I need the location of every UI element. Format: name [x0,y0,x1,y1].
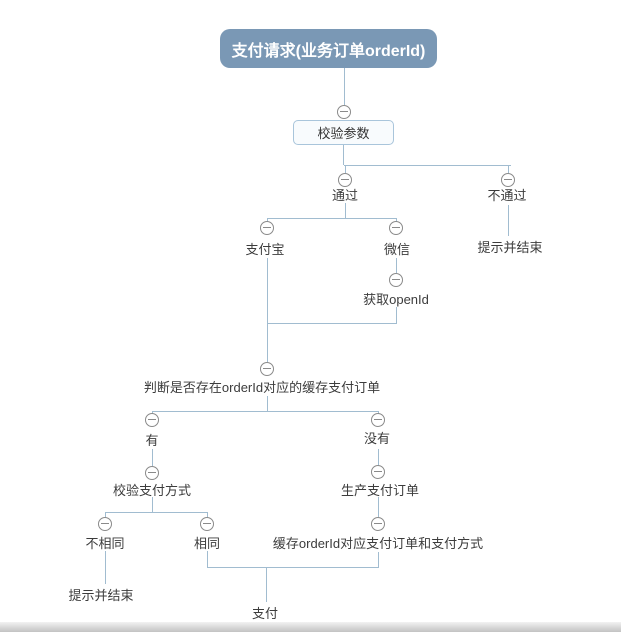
node-same[interactable]: 相同 [193,536,221,551]
connector-line [344,68,345,105]
connector-line [267,218,268,222]
node-pay[interactable]: 支付 [251,606,279,621]
connector-line [508,165,509,173]
node-payment-request[interactable]: 支付请求(业务订单orderId) [220,29,437,68]
collapse-minus-icon-alipay[interactable] [260,221,274,235]
node-validate-params[interactable]: 校验参数 [293,120,394,145]
connector-line [152,411,379,412]
node-create-pay-order[interactable]: 生产支付订单 [340,483,420,498]
node-not-same[interactable]: 不相同 [85,536,125,551]
collapse-minus-icon-cache-order[interactable] [371,517,385,531]
connector-line [207,512,208,518]
node-exists[interactable]: 有 [145,433,159,448]
node-not-same-end[interactable]: 提示并结束 [68,588,134,603]
connector-line [378,552,379,567]
collapse-minus-icon-same[interactable] [200,517,214,531]
collapse-minus-icon-create-pay-order[interactable] [371,465,385,479]
collapse-minus-icon-validate-params[interactable] [337,105,351,119]
connector-line [267,396,268,411]
node-alipay[interactable]: 支付宝 [245,242,285,257]
connector-line [344,165,511,166]
connector-line [207,551,208,567]
connector-line [267,323,268,362]
node-wechat[interactable]: 微信 [383,242,411,257]
collapse-minus-icon-check-cached-order[interactable] [260,362,274,376]
node-check-cached-order[interactable]: 判断是否存在orderId对应的缓存支付订单 [143,380,381,395]
connector-line [152,449,153,466]
connector-line [267,323,397,324]
node-fail-end[interactable]: 提示并结束 [477,240,543,255]
collapse-minus-icon-exists[interactable] [145,413,159,427]
collapse-minus-icon-wechat[interactable] [389,221,403,235]
node-fail[interactable]: 不通过 [487,188,527,203]
collapse-minus-icon-not-exists[interactable] [371,413,385,427]
connector-line [105,551,106,584]
connector-line [378,411,379,414]
connector-line [396,307,397,323]
node-verify-pay-method[interactable]: 校验支付方式 [112,483,192,498]
connector-line [345,165,346,173]
collapse-minus-icon-fail[interactable] [501,173,515,187]
connector-line [152,497,153,512]
connector-line [396,258,397,273]
connector-line [378,497,379,517]
collapse-minus-icon-verify-pay-method[interactable] [145,466,159,480]
connector-line [267,218,397,219]
node-not-exists[interactable]: 没有 [363,431,391,446]
node-get-openid[interactable]: 获取openId [363,292,429,307]
connector-line [345,203,346,218]
connector-line [105,512,106,518]
node-pass[interactable]: 通过 [331,188,359,203]
connector-line [396,218,397,222]
connector-line [343,145,344,165]
node-cache-order-and-method[interactable]: 缓存orderId对应支付订单和支付方式 [272,536,484,551]
connector-line [267,258,268,323]
connector-line [508,205,509,236]
collapse-minus-icon-pass[interactable] [338,173,352,187]
screenshot-bottom-edge [0,622,621,632]
collapse-minus-icon-not-same[interactable] [98,517,112,531]
collapse-minus-icon-get-openid[interactable] [389,273,403,287]
connector-line [152,411,153,414]
connector-line [378,449,379,466]
connector-line [105,512,208,513]
connector-line [207,567,379,568]
connector-line [266,567,267,602]
